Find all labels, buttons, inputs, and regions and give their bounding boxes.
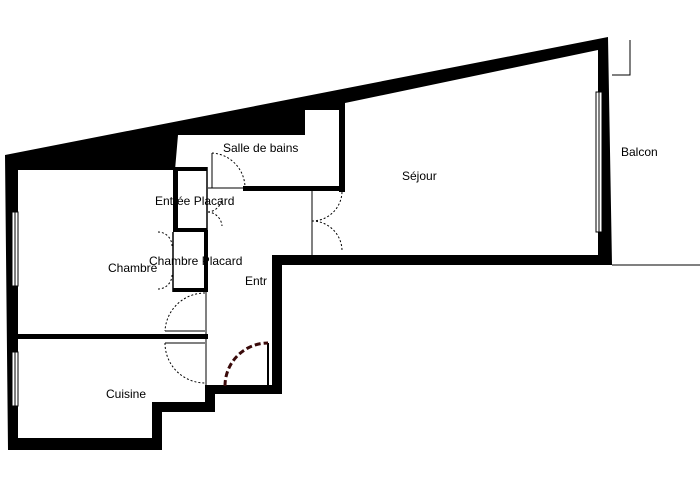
entree-placard-top-wall: [173, 167, 207, 171]
chambre-window: [11, 211, 19, 287]
chambre-door[interactable]: [164, 292, 206, 332]
chambre-cuisine-wall: [18, 334, 208, 339]
label-cuisine: Cuisine: [106, 387, 146, 401]
label-chambre-placard: Chambre Placard: [149, 254, 242, 268]
entree-placard-bottom-wall: [173, 228, 207, 232]
entree-placard-door[interactable]: [207, 197, 223, 227]
bathroom-right-wall: [339, 106, 345, 192]
chambre-placard-right-wall: [204, 230, 208, 292]
chambre-placard-bottom-wall: [173, 288, 208, 292]
cuisine-door[interactable]: [164, 342, 206, 384]
entry-door[interactable]: [222, 341, 270, 388]
label-entree-placard: Entrée Placard: [155, 194, 234, 208]
sejour-window: [595, 91, 603, 233]
label-entree: Entr: [245, 274, 267, 288]
bathroom-bottom-wall: [243, 186, 345, 191]
interior-floor: [18, 50, 598, 438]
label-salle-de-bains: Salle de bains: [223, 141, 298, 155]
label-sejour: Séjour: [402, 169, 437, 183]
entree-placard-left-wall: [173, 167, 178, 231]
sejour-double-door[interactable]: [311, 191, 343, 251]
label-chambre: Chambre: [108, 261, 158, 275]
bathroom-door[interactable]: [211, 152, 246, 189]
balcony-outline: [612, 40, 631, 76]
label-balcon: Balcon: [621, 145, 658, 159]
cuisine-window: [11, 351, 19, 407]
chambre-placard-door[interactable]: [157, 231, 173, 290]
